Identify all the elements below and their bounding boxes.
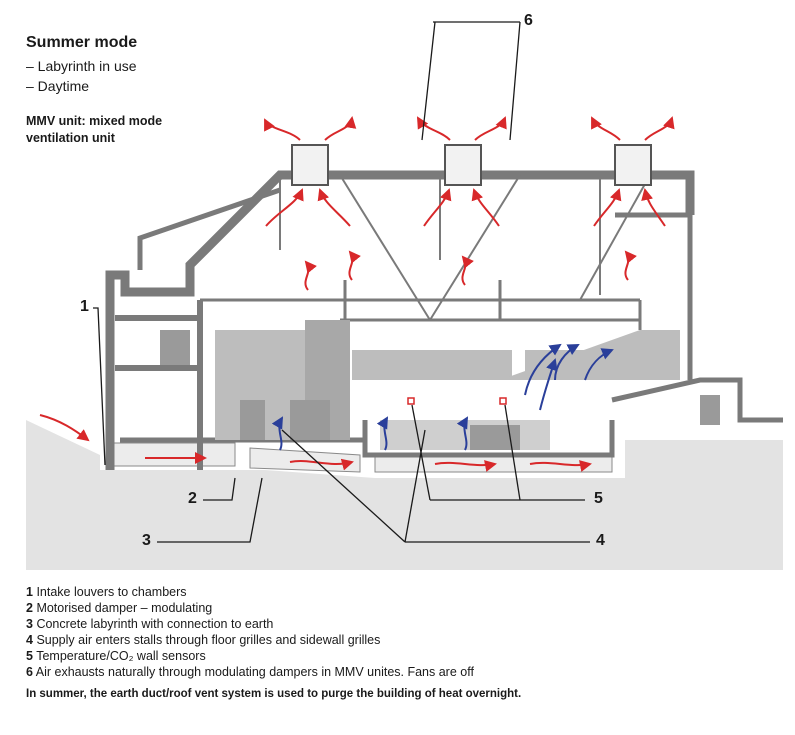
footnote: In summer, the earth duct/roof vent syst… [26, 688, 522, 700]
callout-2: 2 [188, 490, 197, 507]
ground-mass [26, 420, 783, 570]
mode-line-2: – Daytime [26, 78, 90, 94]
mode-title: Summer mode [26, 34, 138, 51]
mode-line-1: – Labyrinth in use [26, 58, 137, 74]
legend-item-6: 6 Air exhausts naturally through modulat… [26, 665, 474, 679]
callout-4: 4 [596, 532, 605, 549]
legend-item-5: 5 Temperature/CO₂ wall sensors [26, 649, 206, 663]
leader-lines [93, 21, 590, 543]
callout-1: 1 [80, 298, 89, 315]
mmv-units [291, 144, 652, 186]
mmv-label-2: ventilation unit [26, 131, 115, 145]
callout-5: 5 [594, 490, 603, 507]
mmv-label-1: MMV unit: mixed mode [26, 114, 163, 128]
legend: 1 Intake louvers to chambers 2 Motorised… [26, 584, 474, 680]
legend-item-3: 3 Concrete labyrinth with connection to … [26, 617, 274, 631]
wall-sensors [407, 397, 507, 405]
callout-6: 6 [524, 12, 533, 29]
legend-item-1: 1 Intake louvers to chambers [26, 585, 187, 599]
legend-item-4: 4 Supply air enters stalls through floor… [26, 633, 381, 647]
callout-3: 3 [142, 532, 151, 549]
legend-item-2: 2 Motorised damper – modulating [26, 601, 213, 615]
cool-air-arrows [271, 343, 614, 451]
interior-elements [160, 320, 720, 450]
warm-air-arrows [39, 116, 675, 472]
